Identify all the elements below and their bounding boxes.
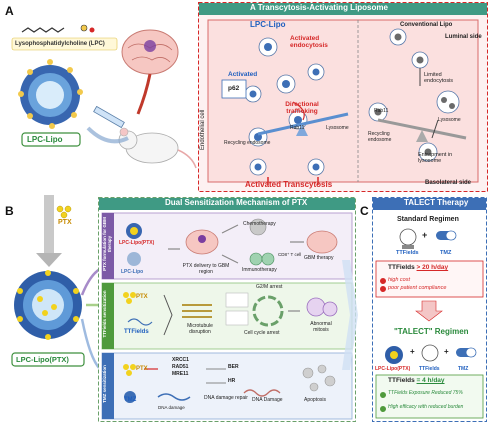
panel-b-letter: B xyxy=(5,204,14,218)
c-new-time-prefix: TTFields xyxy=(388,377,417,384)
row3-xrcc1: XRCC1 xyxy=(172,357,189,363)
c-compliance: poor patient compliance xyxy=(388,285,447,291)
row3-mre11: MRE11 xyxy=(172,371,189,377)
panel-a-box xyxy=(198,2,488,192)
c-high-cost: high cost xyxy=(388,277,411,283)
row1-side-label: PTX formulation for GBM therapy xyxy=(102,217,112,271)
row1-gbm: GBM therapy xyxy=(304,255,334,261)
row2-ttfields: TTFields xyxy=(124,329,149,335)
panel-b-left-illustration xyxy=(11,195,100,370)
row2-side-label: TTFields sensitization xyxy=(102,290,107,338)
row3-tmz: TMZ xyxy=(124,397,137,403)
activated-label: Activated xyxy=(228,71,258,78)
row3-rad51: RAD51 xyxy=(172,364,189,370)
row1-immuno: Immunotherapy xyxy=(242,267,277,273)
b-to-c-arrow xyxy=(342,260,358,370)
mouse-icon xyxy=(118,127,197,169)
row2-g2m: G2/M arrest xyxy=(256,284,283,290)
panel-b-box xyxy=(98,197,356,422)
lpc-label: Lysophosphatidylcholine (LPC) xyxy=(15,41,105,47)
row2-ptx: PTX xyxy=(136,294,148,300)
row3-ber: BER xyxy=(228,364,239,370)
row1-delivery: PTX delivery to GBM region xyxy=(182,263,230,275)
luminal-side-label: Luminal side xyxy=(445,34,482,40)
recycling-endosome-right-label: Recycling endosome xyxy=(368,131,392,143)
row3-dna-damage-small: DNA damage xyxy=(158,405,185,410)
c-benefit2: High efficacy with reduced burden xyxy=(388,404,464,410)
limited-endocytosis-label: Limited endocytosis xyxy=(424,72,454,85)
lpc-molecule-icon xyxy=(21,24,95,33)
lpc-lipo-liposome-icon xyxy=(18,59,83,129)
row1-cd8: CD8⁺ T cell xyxy=(278,252,302,257)
c-plus-2: + xyxy=(410,347,415,356)
c-ttfields-2: TTFields xyxy=(419,366,440,372)
rab11-right-label: Rab11 xyxy=(374,108,389,114)
panel-c-title: TALECT Therapy xyxy=(404,198,469,207)
directional-trafficking-label: Directional trafficking xyxy=(285,101,319,116)
lysosome-right-label: Lysosome xyxy=(438,117,461,123)
panel-a-title: A Transcytosis-Activating Liposome xyxy=(250,3,388,12)
c-std-time-prefix: TTFields xyxy=(388,264,417,271)
entrapment-label: Entrapment in lysosome xyxy=(418,152,453,165)
panel-a-letter: A xyxy=(5,4,14,18)
row3-dna-damage: DNA Damage xyxy=(252,397,283,403)
row1-lpc-lipo: LPC-Lipo xyxy=(121,269,144,275)
ptx-label-left: PTX xyxy=(58,219,72,226)
brain-icon xyxy=(121,29,179,115)
talect-regimen: "TALECT" Regimen xyxy=(394,327,469,336)
row3-side-label: TMZ sensitization xyxy=(102,365,107,403)
c-new-time-value: = 4 h/day xyxy=(416,377,445,384)
c-std-time-value: > 20 h/day xyxy=(416,264,449,271)
lpc-lipo-ptx-liposome-icon xyxy=(14,270,82,340)
lysosome-left-label: Lysosome xyxy=(326,125,349,131)
activated-transcytosis-label: Activated Transcytosis xyxy=(245,180,333,189)
row2-abnormal: Abnormal mitosis xyxy=(310,321,332,333)
standard-regimen: Standard Regimen xyxy=(397,216,459,223)
row3-repair: DNA damage repair xyxy=(204,395,248,401)
c-plus-1: + xyxy=(422,230,428,240)
endothelial-cell-label: Endothelial cell xyxy=(200,109,206,150)
c-plus-3: + xyxy=(444,347,449,356)
c-std-time: TTFields > 20 h/day xyxy=(388,264,449,272)
panel-a-left-illustration xyxy=(11,24,197,169)
c-benefit1: TTFields Exposure Reduced 75% xyxy=(388,390,463,396)
row1-chemo: Chemotherapy xyxy=(243,221,276,227)
c-ttfields-1: TTFields xyxy=(396,250,419,256)
basolateral-side-label: Basolateral side xyxy=(425,180,472,186)
lpc-lipo-top: LPC-Lipo xyxy=(250,20,286,29)
recycling-endosome-left-label: Recycling endosome xyxy=(224,140,271,146)
row3-apoptosis: Apoptosis xyxy=(304,397,326,403)
lpc-lipo-ptx-label-left: LPC-Lipo(PTX) xyxy=(16,355,69,364)
c-tmz-2: TMZ xyxy=(458,366,469,372)
c-tmz-1: TMZ xyxy=(440,250,452,256)
lpc-lipo-label: LPC-Lipo xyxy=(27,135,63,144)
syringe-icon xyxy=(93,105,125,129)
c-new-time: TTFields = 4 h/day xyxy=(388,377,445,385)
panel-b-title: Dual Sensitization Mechanism of PTX xyxy=(165,198,308,207)
activated-endocytosis-label: Activated endocytosis xyxy=(290,35,328,50)
rab11-left-label: Rab11 xyxy=(290,125,305,131)
c-lpc-lipo-ptx: LPC-Lipo(PTX) xyxy=(375,366,411,372)
p62-label: p62 xyxy=(228,85,240,92)
row2-cellcycle: Cell cycle arrest xyxy=(244,330,280,336)
row2-microtubule: Microtubule disruption xyxy=(187,323,213,335)
row1-lpc-lipo-ptx: LPC-Lipo(PTX) xyxy=(119,240,155,246)
row3-ptx: PTX xyxy=(136,366,148,372)
panel-c-box xyxy=(372,197,487,422)
panel-c-letter: C xyxy=(360,204,369,218)
row3-hr: HR xyxy=(228,378,236,384)
conventional-lipo-label: Conventional Lipo xyxy=(400,22,453,28)
